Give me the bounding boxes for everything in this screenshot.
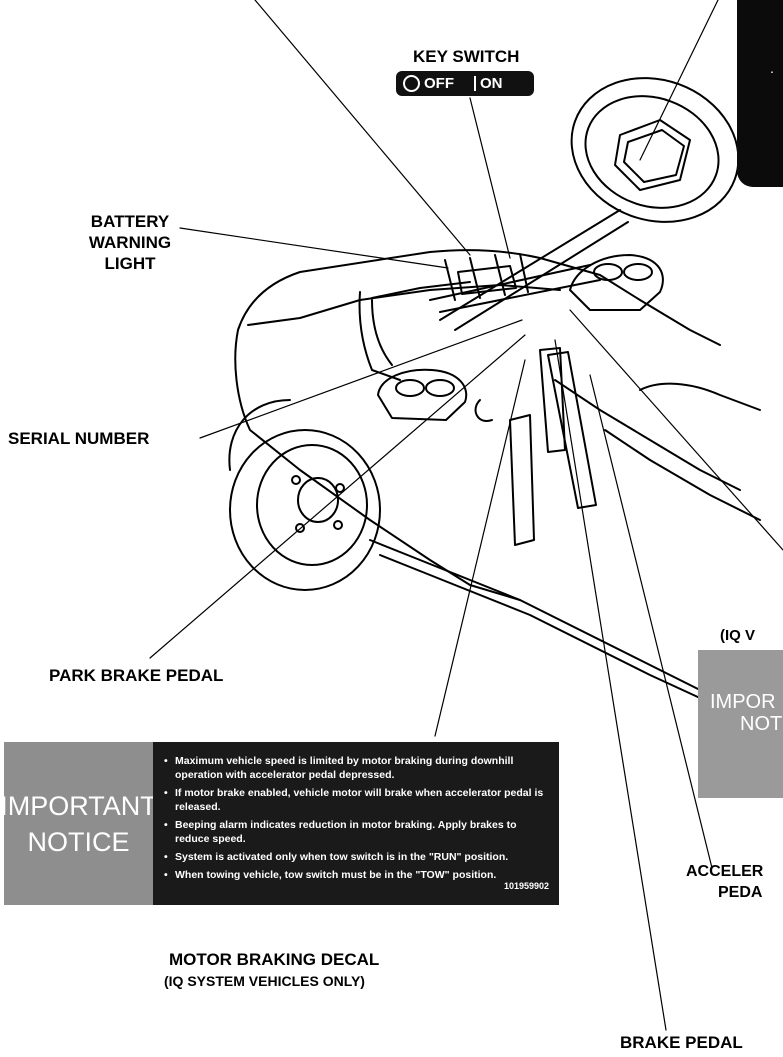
front-wheel — [229, 429, 381, 591]
notice-title-line1: IMPORTANT — [0, 790, 157, 821]
leader-park-brake — [149, 334, 526, 659]
battery-label-line2: WARNING — [88, 233, 172, 252]
floor-edge — [469, 379, 741, 601]
brake-pedal-label: BRAKE PEDAL — [620, 1033, 743, 1052]
iq-system-only-label: (IQ SYSTEM VEHICLES ONLY) — [164, 973, 365, 989]
leader-key-switch — [469, 97, 511, 259]
leader-right — [569, 309, 783, 551]
park-brake-pedal-label: PARK BRAKE PEDAL — [49, 666, 224, 685]
steering-wheel — [570, 77, 740, 223]
leader-top-left — [254, 0, 471, 256]
leader-battery — [179, 227, 449, 269]
decal-panel-top-right: . — [737, 0, 783, 187]
rocker-panel — [369, 539, 701, 691]
accelerator-pedal-shape — [547, 351, 597, 509]
leader-brake — [554, 339, 667, 1031]
notice-bullet: When towing vehicle, tow switch must be … — [164, 868, 549, 882]
brake-pedal-shape — [539, 347, 566, 453]
on-bar-icon — [474, 76, 476, 91]
notice-bullet: System is activated only when tow switch… — [164, 850, 549, 864]
leader-decal — [434, 359, 526, 737]
leader-top-right — [639, 0, 719, 161]
important-notice-title-block: IMPORTANT NOTICE — [0, 742, 157, 905]
off-ring-icon — [403, 75, 420, 92]
dash-lower-edge — [247, 284, 561, 326]
key-switch-label: KEY SWITCH — [413, 47, 520, 66]
notice-bullet: Beeping alarm indicates reduction in mot… — [164, 818, 549, 846]
cup-holder-left — [377, 368, 468, 421]
key-on-text: ON — [480, 75, 503, 92]
important-notice-decal-partial: IMPOR NOT — [698, 650, 783, 798]
key-off-text: OFF — [424, 75, 454, 92]
battery-warning-light-label: BATTERY WARNING LIGHT — [68, 211, 192, 274]
notice-title-line2: NOTICE — [27, 826, 130, 857]
notice-bullet: Maximum vehicle speed is limited by moto… — [164, 754, 549, 782]
notice-bullet: If motor brake enabled, vehicle motor wi… — [164, 786, 549, 814]
iq-partial-label: (IQ V — [720, 627, 756, 644]
battery-label-line1: BATTERY — [90, 212, 170, 231]
notice2-line2: NOT — [740, 713, 783, 735]
serial-number-label: SERIAL NUMBER — [8, 429, 150, 448]
leader-serial — [199, 319, 523, 439]
cup-holder-right — [569, 254, 664, 311]
accelerator-pedal-label: ACCELER PEDA — [686, 861, 763, 903]
motor-braking-decal-label: MOTOR BRAKING DECAL — [169, 950, 380, 969]
steering-column — [439, 209, 629, 331]
decal-part-number: 101959902 — [503, 881, 549, 891]
leader-accelerator — [589, 374, 713, 869]
accelerator-label-line1: ACCELER — [686, 863, 764, 880]
battery-label-line3: LIGHT — [104, 254, 156, 273]
notice2-line1: IMPOR — [710, 691, 776, 713]
important-notice-text-block: Maximum vehicle speed is limited by moto… — [153, 742, 559, 905]
park-brake-pedal-shape — [509, 414, 535, 546]
accelerator-label-line2: PEDA — [718, 884, 763, 901]
key-switch-graphic: OFF ON — [396, 71, 534, 96]
